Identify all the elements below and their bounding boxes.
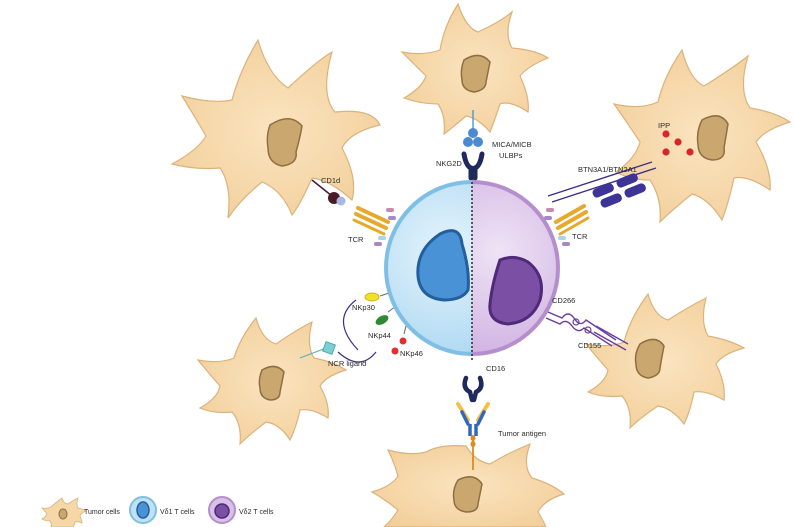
cd1d-ligand — [311, 179, 346, 206]
tumor-cell-top-right — [612, 48, 792, 224]
label-tcr-right: TCR — [572, 232, 588, 241]
legend-vd2-label: Vδ2 T cells — [239, 509, 274, 516]
legend-tumor-icon — [40, 497, 87, 527]
ipp-dot — [662, 148, 670, 156]
vd2-t-cell-half — [472, 180, 560, 356]
cd266-cd155-pair — [545, 311, 629, 351]
label-tumor-antigen: Tumor antigen — [498, 429, 546, 438]
gamma-delta-t-cell — [384, 178, 560, 360]
btn3a1-btn2a1-ligand — [547, 161, 657, 208]
label-cd16: CD16 — [486, 364, 505, 373]
ipp-dot — [662, 130, 670, 138]
nkp46-receptor — [391, 347, 399, 355]
label-cd266: CD266 — [552, 296, 575, 305]
tumor-antigen — [470, 435, 476, 470]
antibody — [456, 402, 490, 436]
label-nkg2d: NKG2D — [436, 159, 462, 168]
tumor-cell-top-center — [400, 2, 550, 136]
ncr-ligand-shape — [322, 341, 336, 355]
label-nkp30: NKp30 — [352, 303, 375, 312]
mica-micb-ligand — [463, 110, 483, 147]
ncr-receptors — [299, 291, 407, 363]
legend-tumor-label: Tumor cells — [84, 509, 120, 516]
nkp30-receptor — [364, 292, 380, 302]
tcr-right-receptor — [544, 204, 590, 246]
legend-vd1-label: Vδ1 T cells — [160, 509, 195, 516]
ipp-dot — [686, 148, 694, 156]
label-ulbps: ULBPs — [499, 151, 523, 160]
label-nkp44: NKp44 — [368, 331, 391, 340]
tumor-cell-top-left — [170, 38, 381, 219]
label-cd155: CD155 — [578, 341, 601, 350]
label-cd1d: CD1d — [321, 176, 340, 185]
label-ipp: IPP — [658, 121, 670, 130]
label-mica-micb: MICA/MICB — [492, 140, 532, 149]
ipp-dot — [674, 138, 682, 146]
label-nkp46: NKp46 — [400, 349, 423, 358]
nkg2d-receptor — [461, 151, 485, 181]
vd1-t-cell-half — [384, 180, 472, 356]
label-btn3a1-btn2a1: BTN3A1/BTN2A1 — [578, 165, 637, 174]
tumor-cell-bottom-center — [370, 442, 566, 527]
legend-vd2-icon — [208, 496, 236, 524]
legend-vd1-icon — [129, 496, 157, 524]
tcr-left-receptor — [352, 206, 396, 246]
nkp44-receptor — [375, 315, 389, 325]
legend: Tumor cells Vδ1 T cells Vδ2 T cells — [40, 496, 274, 527]
tumor-cell-bottom-right — [584, 292, 746, 430]
label-ncr-ligand: NCR ligand — [328, 359, 366, 368]
label-tcr-left: TCR — [348, 235, 364, 244]
cd16-receptor — [462, 375, 484, 403]
nkp46-receptor — [399, 337, 407, 345]
tumor-cell-bottom-left — [196, 316, 348, 446]
